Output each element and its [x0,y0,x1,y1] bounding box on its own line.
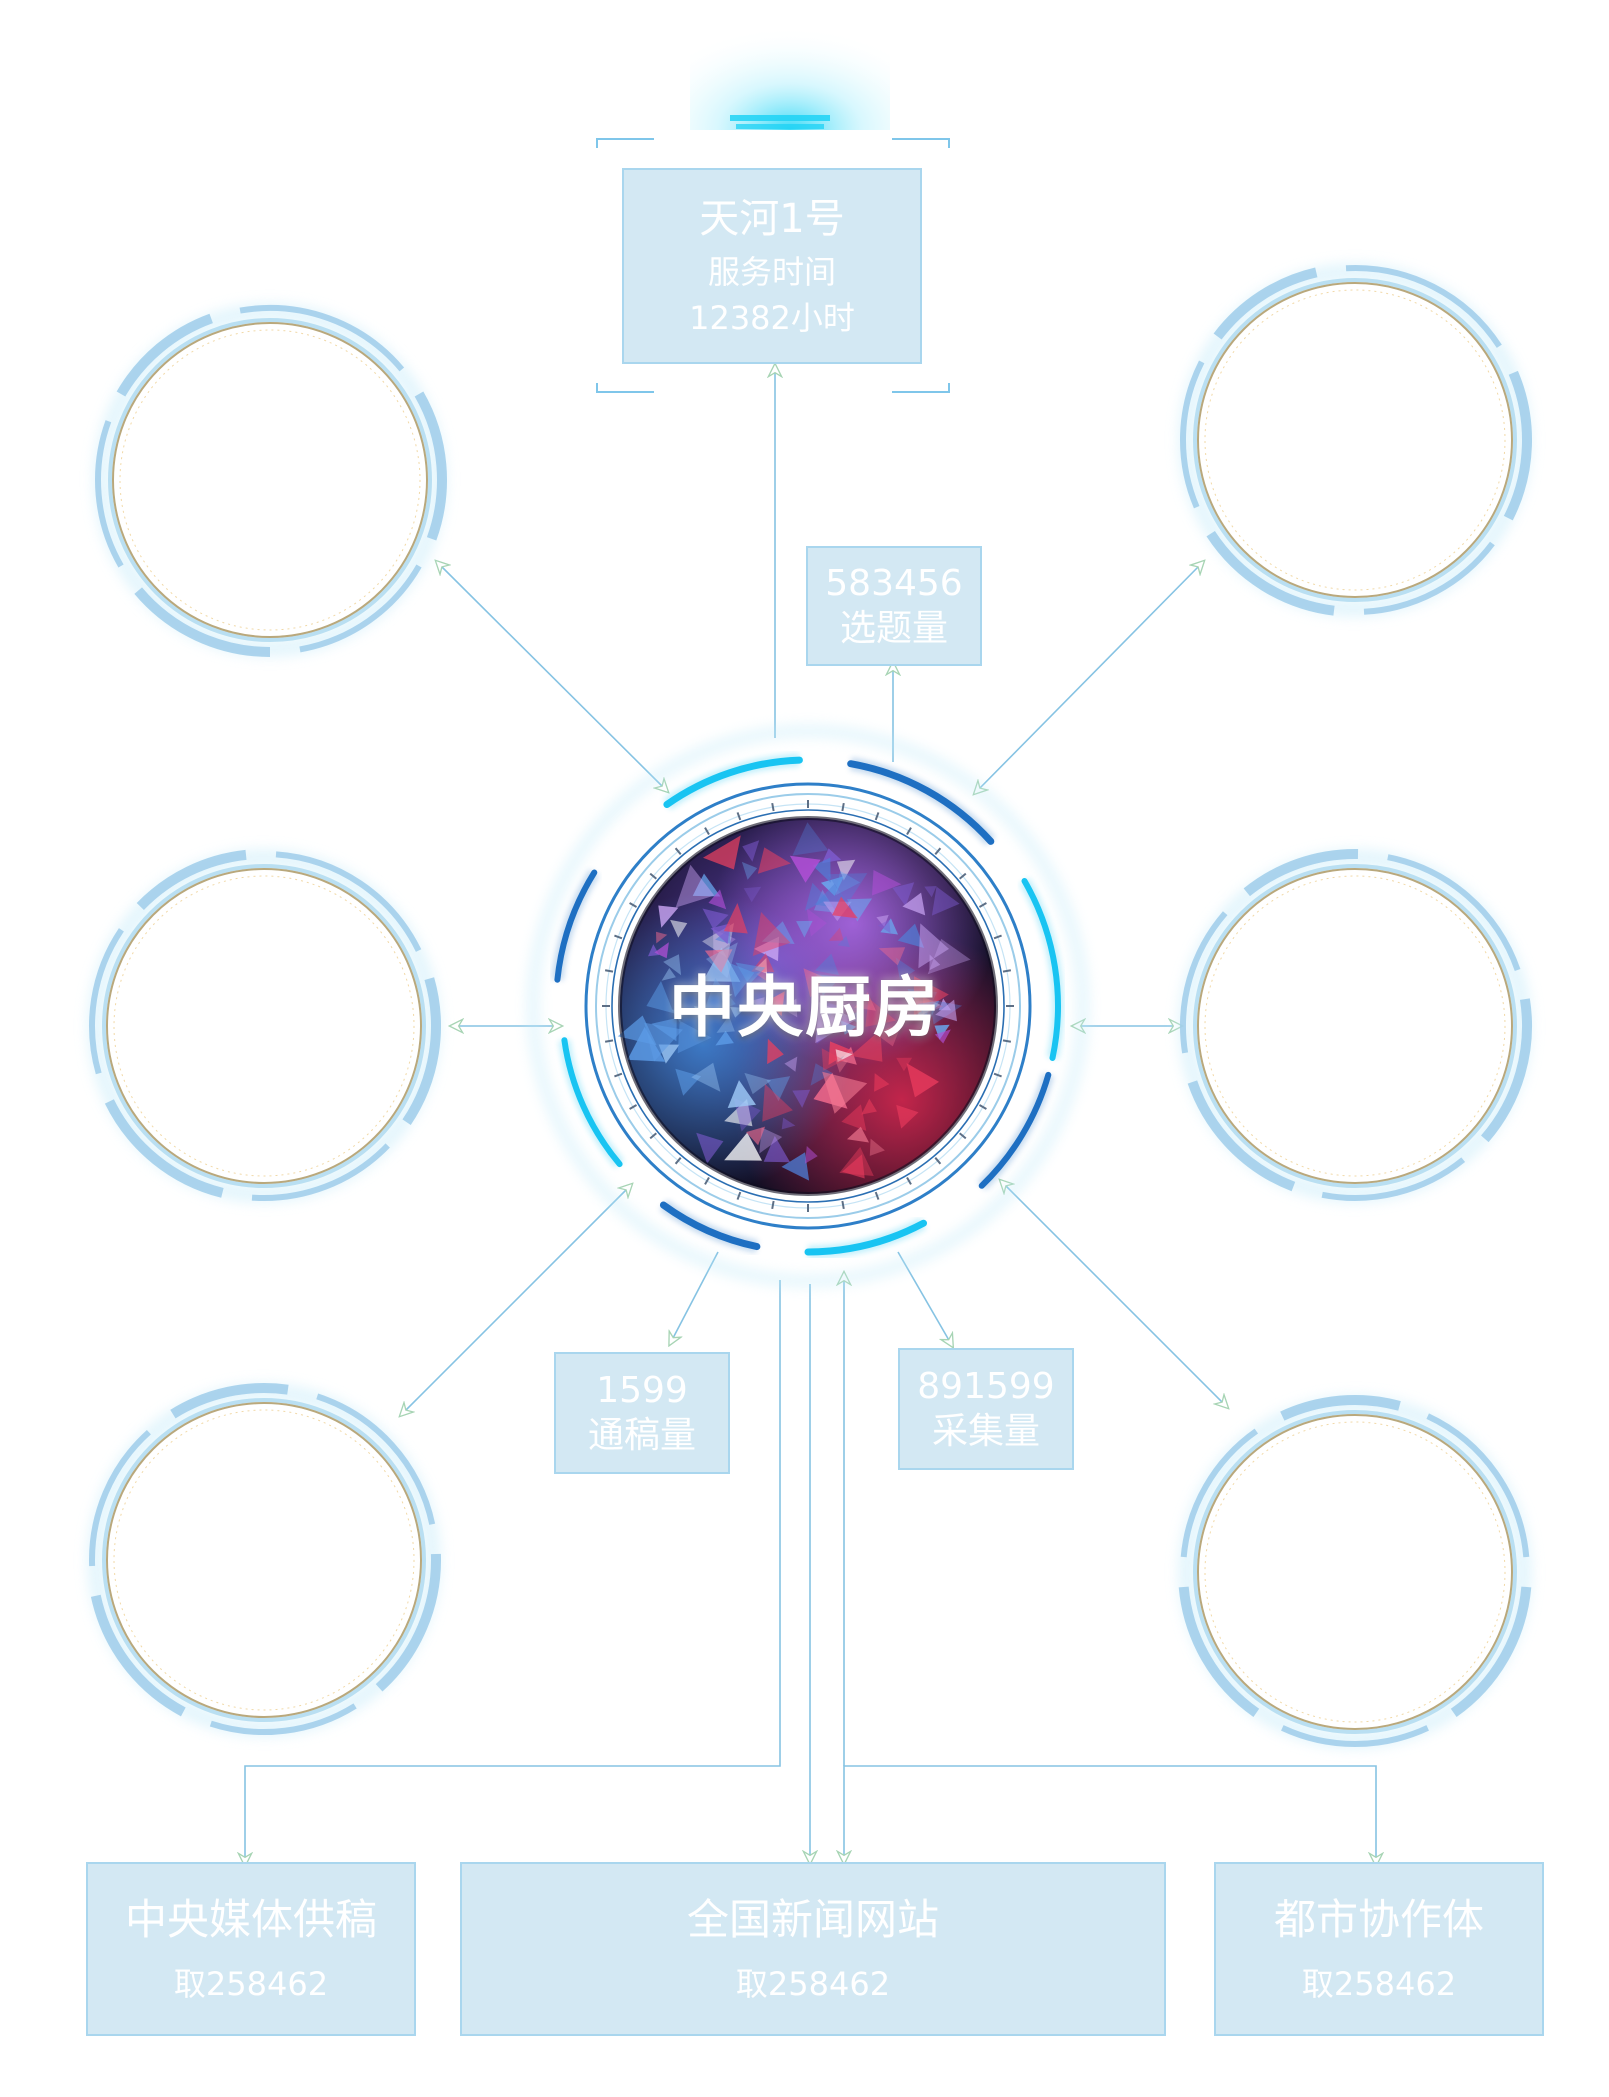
ring-mid-right [1178,848,1532,1203]
top-info-box: 天河1号 服务时间 12382小时 [622,168,922,364]
center-title: 中央厨房 [669,969,941,1046]
bottom-box-2-value: 取258462 [735,1965,891,2004]
ring-top-left [93,303,447,657]
top-beam-glow [690,0,890,130]
ring-bottom-right [1178,1395,1532,1749]
line-to-bottom-right-ring [1004,1184,1224,1404]
hub-arcs [551,753,1064,1259]
top-box-label: 服务时间 [707,253,836,291]
top-box-bracket-br [892,383,950,393]
bottom-box-1-value: 取258462 [173,1965,329,2004]
bottom-box-3-value: 取258462 [1301,1965,1457,2004]
stat-box-collect: 891599 采集量 [898,1348,1074,1470]
stat-topic-label: 选题量 [839,608,948,649]
bottom-box-2-title: 全国新闻网站 [686,1894,939,1944]
sphere-shards [617,822,971,1181]
line-to-bottom-box-3 [844,1765,1376,1860]
bottom-box-2: 全国新闻网站 取258462 [460,1862,1166,2036]
top-box-value: 12382小时 [689,299,855,337]
stat-box-topic: 583456 选题量 [806,546,982,666]
bottom-box-3: 都市协作体 取258462 [1214,1862,1544,2036]
ring-mid-left [87,849,441,1203]
top-box-bracket-tr [892,138,950,148]
stat-collect-label: 采集量 [931,1411,1040,1452]
connector-lines [245,370,1376,1860]
central-hub [526,724,1090,1288]
top-box-name: 天河1号 [699,196,845,242]
top-box-bracket-bl [596,383,654,393]
stat-topic-value: 583456 [825,563,963,604]
stat-box-general: 1599 通稿量 [554,1352,730,1474]
bottom-box-1-title: 中央媒体供稿 [124,1894,377,1944]
top-box-bracket-tl [596,138,654,148]
hub-tick-marks [602,800,1014,1212]
satellite-rings [87,263,1532,1749]
stat-collect-value: 891599 [917,1366,1055,1407]
stat-general-value: 1599 [596,1370,688,1411]
line-to-bottom-left-ring [404,1188,628,1412]
line-to-top-right-ring [978,565,1200,790]
ring-bottom-left [87,1383,441,1737]
ring-top-right [1178,263,1532,617]
bottom-box-3-title: 都市协作体 [1273,1894,1484,1944]
stat-general-label: 通稿量 [587,1415,696,1456]
line-to-top-left-ring [440,565,664,788]
bottom-box-1: 中央媒体供稿 取258462 [86,1862,416,2036]
line-to-bottom-box-1 [245,1280,781,1860]
